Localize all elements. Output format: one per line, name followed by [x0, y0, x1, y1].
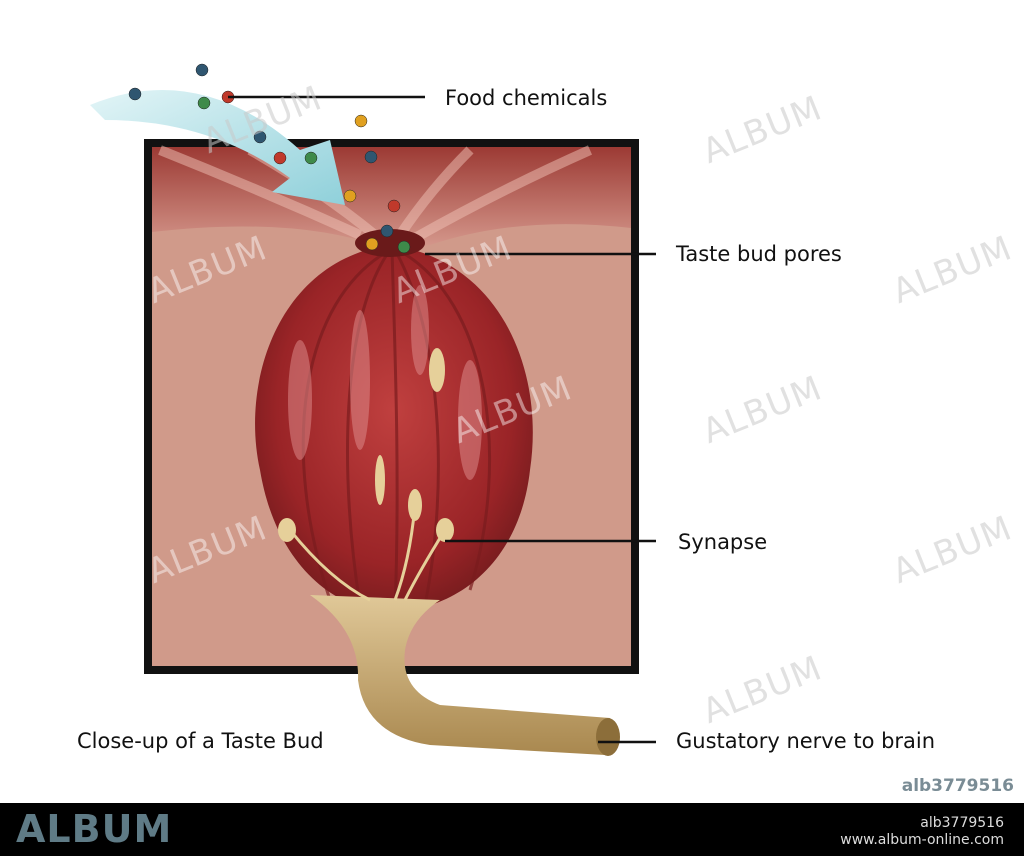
label-gustatory-nerve: Gustatory nerve to brain [676, 729, 936, 753]
chemical-flow-arrow [90, 90, 345, 205]
label-food-chemicals: Food chemicals [445, 86, 608, 110]
album-logo: ALBUM [16, 807, 173, 851]
taste-bud [255, 245, 533, 612]
footer-url[interactable]: www.album-online.com [840, 832, 1004, 848]
nerve-end [596, 718, 620, 756]
label-synapse: Synapse [678, 530, 768, 554]
caption: Close-up of a Taste Bud [77, 729, 324, 753]
gustatory-nerve [310, 595, 610, 755]
image-id: alb3779516 [901, 776, 1014, 796]
label-taste-bud-pores: Taste bud pores [676, 242, 842, 266]
tongue-surface [152, 147, 631, 250]
footer-image-id: alb3779516 [920, 815, 1004, 831]
footer-bar: ALBUM alb3779516 www.album-online.com [0, 803, 1024, 856]
food-chemical-particles [128, 63, 411, 254]
